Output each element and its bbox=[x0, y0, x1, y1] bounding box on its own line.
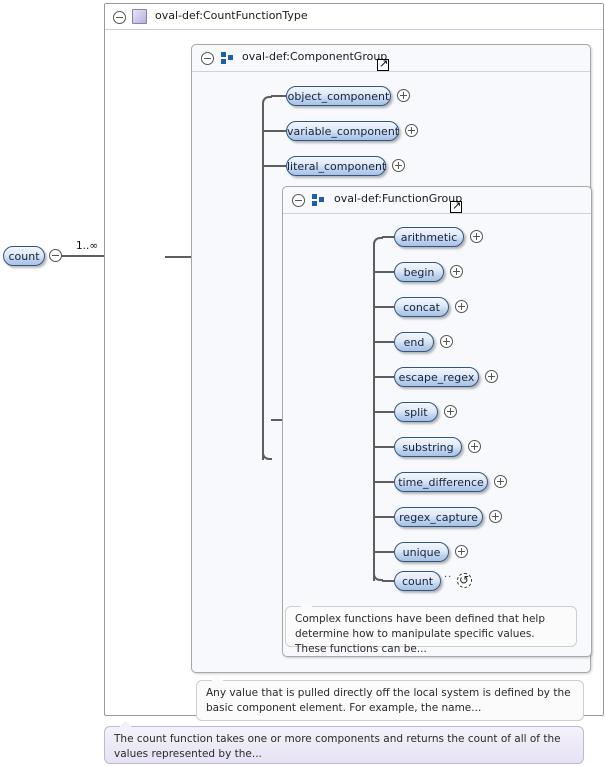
element-label: split bbox=[404, 406, 428, 419]
element-begin[interactable]: begin bbox=[394, 262, 444, 282]
connector-end bbox=[373, 341, 394, 343]
connector-regex-capture bbox=[373, 516, 394, 518]
complex-type-icon bbox=[132, 9, 147, 24]
connector-time-difference bbox=[373, 481, 394, 483]
expand-unique[interactable] bbox=[455, 545, 468, 558]
expand-variable-component[interactable] bbox=[405, 124, 418, 137]
element-label: count bbox=[401, 575, 434, 588]
function-group-box: oval-def:FunctionGroup arithmetic begin bbox=[282, 186, 592, 657]
element-object-component[interactable]: object_component bbox=[286, 86, 391, 106]
connector-root-to-sequence bbox=[62, 255, 118, 257]
connector-escape-regex bbox=[373, 376, 394, 378]
component-group-elbow-bottom bbox=[262, 450, 272, 460]
element-label: unique bbox=[402, 546, 441, 559]
expand-regex-capture[interactable] bbox=[489, 510, 502, 523]
component-group-annotation: Any value that is pulled directly off th… bbox=[196, 675, 584, 721]
element-label: concat bbox=[403, 301, 440, 314]
connector-begin bbox=[373, 271, 394, 273]
connector-sequence-to-choice bbox=[165, 256, 210, 258]
recursion-icon[interactable] bbox=[457, 572, 472, 588]
expand-object-component[interactable] bbox=[397, 89, 410, 102]
element-label: substring bbox=[402, 441, 454, 454]
element-label: time_difference bbox=[398, 476, 484, 489]
expand-arithmetic[interactable] bbox=[470, 230, 483, 243]
component-group-elbow-top bbox=[262, 96, 272, 106]
complex-type-header bbox=[105, 4, 603, 30]
group-icon bbox=[221, 52, 235, 65]
element-escape-regex[interactable]: escape_regex bbox=[394, 367, 479, 387]
annotation-text: Any value that is pulled directly off th… bbox=[206, 687, 571, 714]
connector-function-group bbox=[271, 419, 286, 421]
element-label: begin bbox=[403, 266, 435, 279]
connector-arithmetic bbox=[382, 236, 394, 238]
root-annotation: The count function takes one or more com… bbox=[104, 721, 584, 764]
function-group-elbow-bottom bbox=[373, 571, 383, 581]
element-label: arithmetic bbox=[400, 231, 458, 244]
element-time-difference[interactable]: time_difference bbox=[394, 472, 488, 492]
element-unique[interactable]: unique bbox=[394, 542, 449, 562]
connector-literal-component bbox=[262, 165, 286, 167]
element-label: object_component bbox=[287, 90, 390, 103]
element-label: variable_component bbox=[287, 125, 400, 138]
element-label: regex_capture bbox=[399, 511, 478, 524]
element-label: escape_regex bbox=[398, 371, 475, 384]
connector-concat bbox=[373, 306, 394, 308]
expand-escape-regex[interactable] bbox=[485, 370, 498, 383]
component-group-toggle[interactable] bbox=[201, 52, 214, 65]
root-element-count[interactable]: count bbox=[3, 246, 45, 266]
component-group-box: oval-def:ComponentGroup object_component… bbox=[191, 44, 592, 721]
element-literal-component[interactable]: literal_component bbox=[286, 156, 386, 176]
expand-concat[interactable] bbox=[455, 300, 468, 313]
expand-end[interactable] bbox=[440, 335, 453, 348]
expand-begin[interactable] bbox=[450, 265, 463, 278]
group-icon bbox=[312, 194, 326, 207]
element-variable-component[interactable]: variable_component bbox=[286, 121, 399, 141]
annotation-tail bbox=[211, 675, 224, 681]
element-label: literal_component bbox=[287, 160, 387, 173]
complex-type-panel: oval-def:CountFunctionType oval-def:Comp… bbox=[104, 3, 604, 721]
element-label: end bbox=[403, 336, 425, 349]
element-end[interactable]: end bbox=[394, 332, 434, 352]
expand-literal-component[interactable] bbox=[392, 159, 405, 172]
component-group-label: oval-def:ComponentGroup bbox=[242, 50, 388, 63]
annotation-tail bbox=[119, 721, 132, 727]
component-group-trunk bbox=[262, 103, 264, 460]
annotation-tail bbox=[300, 601, 313, 607]
connector-object-component bbox=[271, 95, 286, 97]
element-substring[interactable]: substring bbox=[394, 437, 462, 457]
occurrence-label: 1..∞ bbox=[76, 240, 99, 252]
function-group-elbow-top bbox=[373, 237, 383, 247]
type-collapse-toggle[interactable] bbox=[113, 11, 126, 24]
annotation-text: The count function takes one or more com… bbox=[114, 733, 561, 760]
element-regex-capture[interactable]: regex_capture bbox=[394, 507, 483, 527]
element-split[interactable]: split bbox=[394, 402, 438, 422]
external-link-icon[interactable] bbox=[377, 57, 389, 71]
element-count-recursive[interactable]: count bbox=[394, 571, 441, 591]
component-group-header bbox=[192, 45, 590, 72]
connector-variable-component bbox=[262, 130, 286, 132]
expand-time-difference[interactable] bbox=[494, 475, 507, 488]
function-group-toggle[interactable] bbox=[292, 194, 305, 207]
expand-substring[interactable] bbox=[468, 440, 481, 453]
complex-type-label: oval-def:CountFunctionType bbox=[155, 9, 308, 22]
expand-split[interactable] bbox=[444, 405, 457, 418]
connector-unique bbox=[373, 551, 394, 553]
root-element-collapse-toggle[interactable] bbox=[49, 249, 62, 262]
annotation-text: Complex functions have been defined that… bbox=[295, 613, 545, 655]
element-concat[interactable]: concat bbox=[394, 297, 449, 317]
element-arithmetic[interactable]: arithmetic bbox=[394, 227, 464, 247]
recursion-dots: ·· bbox=[444, 572, 453, 583]
connector-substring bbox=[373, 446, 394, 448]
connector-split bbox=[373, 411, 394, 413]
root-element-label: count bbox=[8, 250, 40, 263]
function-group-header bbox=[283, 187, 591, 214]
connector-count bbox=[382, 580, 394, 582]
function-group-annotation: Complex functions have been defined that… bbox=[285, 601, 577, 655]
function-group-label: oval-def:FunctionGroup bbox=[334, 192, 463, 205]
external-link-icon[interactable] bbox=[450, 199, 462, 213]
